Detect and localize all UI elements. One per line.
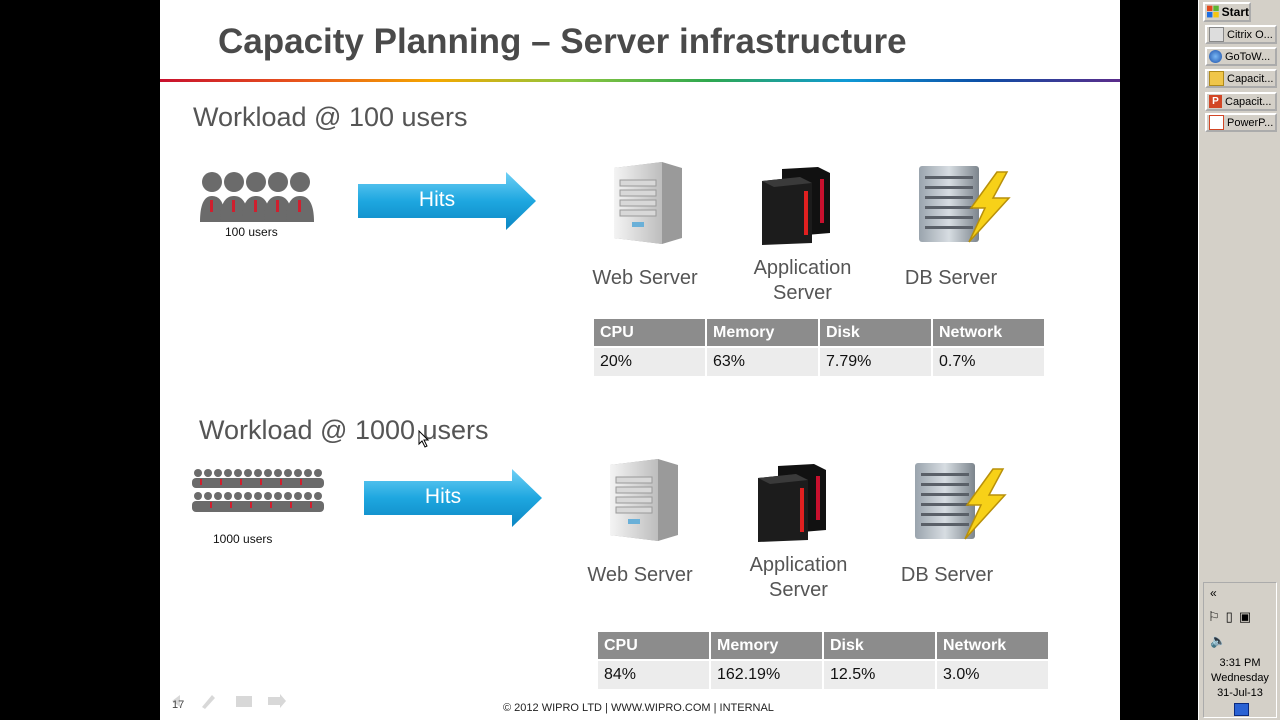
application-server-icon <box>762 167 830 245</box>
network-icon[interactable]: ▣ <box>1238 609 1252 624</box>
web-server-label: Web Server <box>592 267 698 289</box>
pen-icon[interactable] <box>202 695 215 709</box>
desktop-icon[interactable] <box>1234 703 1249 716</box>
start-label: Start <box>1221 5 1249 19</box>
table-header-row: CPU Memory Disk Network <box>598 632 1048 661</box>
windows-logo-icon <box>1207 5 1219 18</box>
header-disk: Disk <box>820 319 931 348</box>
value-memory: 63% <box>707 348 818 376</box>
clock-day: Wednesday <box>1211 672 1269 684</box>
value-disk: 12.5% <box>824 661 935 689</box>
db-server-label: DB Server <box>904 267 998 289</box>
web-server-icon <box>610 459 678 541</box>
slideshow-icon <box>1209 115 1224 130</box>
table-header-row: CPU Memory Disk Network <box>594 319 1044 348</box>
table-row: 84% 162.19% 12.5% 3.0% <box>598 661 1048 689</box>
task-label: Citrix O... <box>1227 28 1273 41</box>
slideshow-toolbar[interactable] <box>168 692 298 715</box>
header-cpu: CPU <box>598 632 709 661</box>
previous-slide-icon[interactable] <box>172 695 180 707</box>
header-memory: Memory <box>707 319 818 348</box>
task-label: Capacit... <box>1225 95 1272 108</box>
powerpoint-icon: P <box>1209 95 1222 108</box>
users-count-label: 100 users <box>225 225 278 239</box>
next-slide-icon[interactable] <box>268 694 286 708</box>
task-capacity-powerpoint[interactable]: P Capacit... <box>1205 92 1277 111</box>
value-cpu: 20% <box>594 348 705 376</box>
system-tray: « ⚐ ▯ ▣ 🔈 3:31 PM Wednesday 31-Jul-13 <box>1203 582 1277 718</box>
workload-100-metrics-table: CPU Memory Disk Network 20% 63% 7.79% 0.… <box>592 319 1046 376</box>
header-network: Network <box>933 319 1044 348</box>
slide-number: 17 <box>172 699 185 711</box>
mouse-cursor-icon <box>418 430 430 448</box>
taskbar: Start Citrix O... GoToW... Capacit... P … <box>1198 0 1280 720</box>
presentation-slide: Capacity Planning – Server infrastructur… <box>160 0 1120 720</box>
users-crowd-icon <box>192 469 324 512</box>
db-server-label: DB Server <box>900 564 994 586</box>
flag-icon[interactable]: ⚐ <box>1208 609 1220 624</box>
header-cpu: CPU <box>594 319 705 348</box>
hits-arrow-icon <box>358 172 536 230</box>
task-gotowebinar[interactable]: GoToW... <box>1205 47 1277 66</box>
speaker-icon[interactable]: 🔈 <box>1210 633 1227 648</box>
header-network: Network <box>937 632 1048 661</box>
slide-footer: © 2012 WIPRO LTD | WWW.WIPRO.COM | INTER… <box>503 702 774 714</box>
folder-icon <box>1209 71 1224 86</box>
db-server-icon <box>919 166 1011 243</box>
hits-arrow-label: Hits <box>424 485 462 508</box>
task-label: GoToW... <box>1225 50 1271 63</box>
application-server-label: Application Server <box>749 554 848 601</box>
task-powerpoint-slideshow[interactable]: PowerP... <box>1205 113 1277 132</box>
header-disk: Disk <box>824 632 935 661</box>
task-label: PowerP... <box>1227 116 1274 129</box>
web-server-label: Web Server <box>587 564 693 586</box>
workload-100-title: Workload @ 100 users <box>193 102 468 132</box>
workload-1000-title: Workload @ 1000 users <box>199 415 489 445</box>
value-disk: 7.79% <box>820 348 931 376</box>
value-network: 0.7% <box>933 348 1044 376</box>
slide-menu-icon[interactable] <box>236 696 252 707</box>
table-row: 20% 63% 7.79% 0.7% <box>594 348 1044 376</box>
clock-time: 3:31 PM <box>1219 657 1261 669</box>
hits-arrow-label: Hits <box>418 188 456 211</box>
application-server-label: Application Server <box>753 257 852 304</box>
value-cpu: 84% <box>598 661 709 689</box>
title-rainbow-divider <box>160 79 1120 82</box>
header-memory: Memory <box>711 632 822 661</box>
task-capacity-folder[interactable]: Capacit... <box>1205 69 1277 88</box>
hits-arrow-icon <box>364 469 542 527</box>
slide-title: Capacity Planning – Server infrastructur… <box>218 22 907 61</box>
gotowebinar-icon <box>1209 50 1222 63</box>
value-memory: 162.19% <box>711 661 822 689</box>
db-server-icon <box>915 463 1007 540</box>
task-citrix[interactable]: Citrix O... <box>1205 25 1277 44</box>
start-button[interactable]: Start <box>1203 2 1251 22</box>
tray-expand-icon[interactable]: « <box>1210 586 1217 600</box>
device-icon[interactable]: ▯ <box>1225 609 1233 624</box>
clock-date: 31-Jul-13 <box>1217 687 1263 699</box>
application-server-icon <box>758 464 826 542</box>
tray-clock[interactable]: 3:31 PM Wednesday 31-Jul-13 <box>1204 656 1276 701</box>
workload-1000-metrics-table: CPU Memory Disk Network 84% 162.19% 12.5… <box>596 632 1050 689</box>
citrix-icon <box>1209 27 1224 42</box>
value-network: 3.0% <box>937 661 1048 689</box>
task-label: Capacit... <box>1227 72 1274 85</box>
users-count-label: 1000 users <box>213 532 273 546</box>
users-group-icon <box>200 172 314 222</box>
web-server-icon <box>614 162 682 244</box>
